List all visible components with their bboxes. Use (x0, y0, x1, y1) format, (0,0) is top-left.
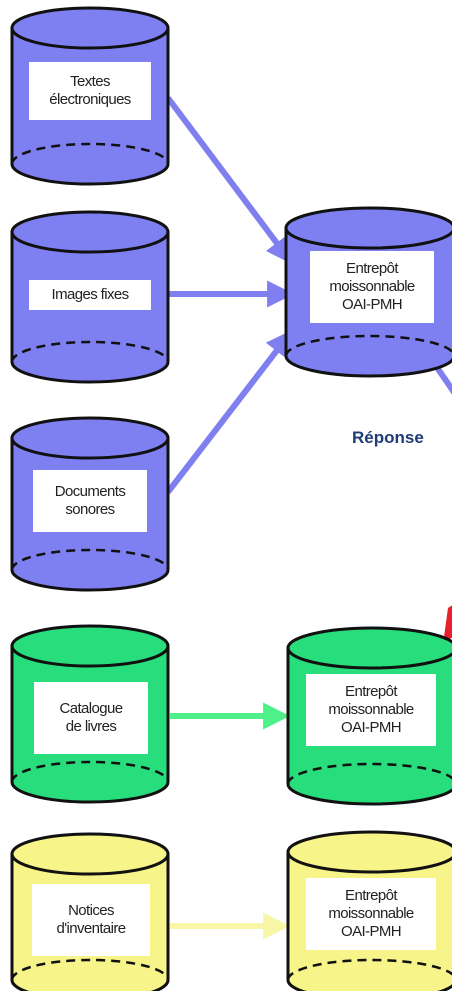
repo-blue-line3: OAI-PMH (342, 296, 403, 313)
red-fragment-mark (443, 605, 452, 644)
source-sons-line2: sonores (65, 501, 115, 518)
reponse-label: Réponse (352, 428, 424, 447)
source-textes-line2: électroniques (49, 91, 131, 108)
source-sons-label: Documents sonores (33, 470, 147, 532)
repo-green-line1: Entrepôt (345, 683, 398, 700)
repo-green-label: Entrepôt moissonnable OAI-PMH (306, 674, 436, 746)
source-images-line1: Images fixes (51, 286, 130, 303)
repo-yellow-line1: Entrepôt (345, 887, 398, 904)
repo-green-line3: OAI-PMH (341, 719, 402, 736)
source-sons-line1: Documents (54, 483, 126, 500)
source-notices-label: Notices d'inventaire (32, 884, 150, 956)
source-images-label: Images fixes (29, 280, 151, 310)
repo-blue-line1: Entrepôt (346, 260, 399, 277)
source-catalogue-label: Catalogue de livres (34, 682, 148, 754)
repo-blue-line2: moissonnable (329, 278, 415, 295)
source-catalogue-line1: Catalogue (59, 700, 124, 717)
arrow-repo-to-right-partial (433, 364, 452, 395)
repo-yellow-label: Entrepôt moissonnable OAI-PMH (306, 878, 436, 950)
source-notices-line2: d'inventaire (56, 920, 126, 937)
source-catalogue-line2: de livres (65, 718, 117, 735)
arrow-textes-to-repo (165, 96, 293, 265)
source-notices-line1: Notices (68, 902, 114, 919)
repo-yellow-line3: OAI-PMH (341, 923, 402, 940)
source-textes-line1: Textes (70, 73, 110, 90)
repo-yellow-line2: moissonnable (328, 905, 414, 922)
repo-green-line2: moissonnable (328, 701, 414, 718)
arrow-sons-to-repo (165, 329, 293, 494)
source-textes-label: Textes électroniques (29, 62, 151, 120)
repo-blue-label: Entrepôt moissonnable OAI-PMH (310, 251, 434, 323)
